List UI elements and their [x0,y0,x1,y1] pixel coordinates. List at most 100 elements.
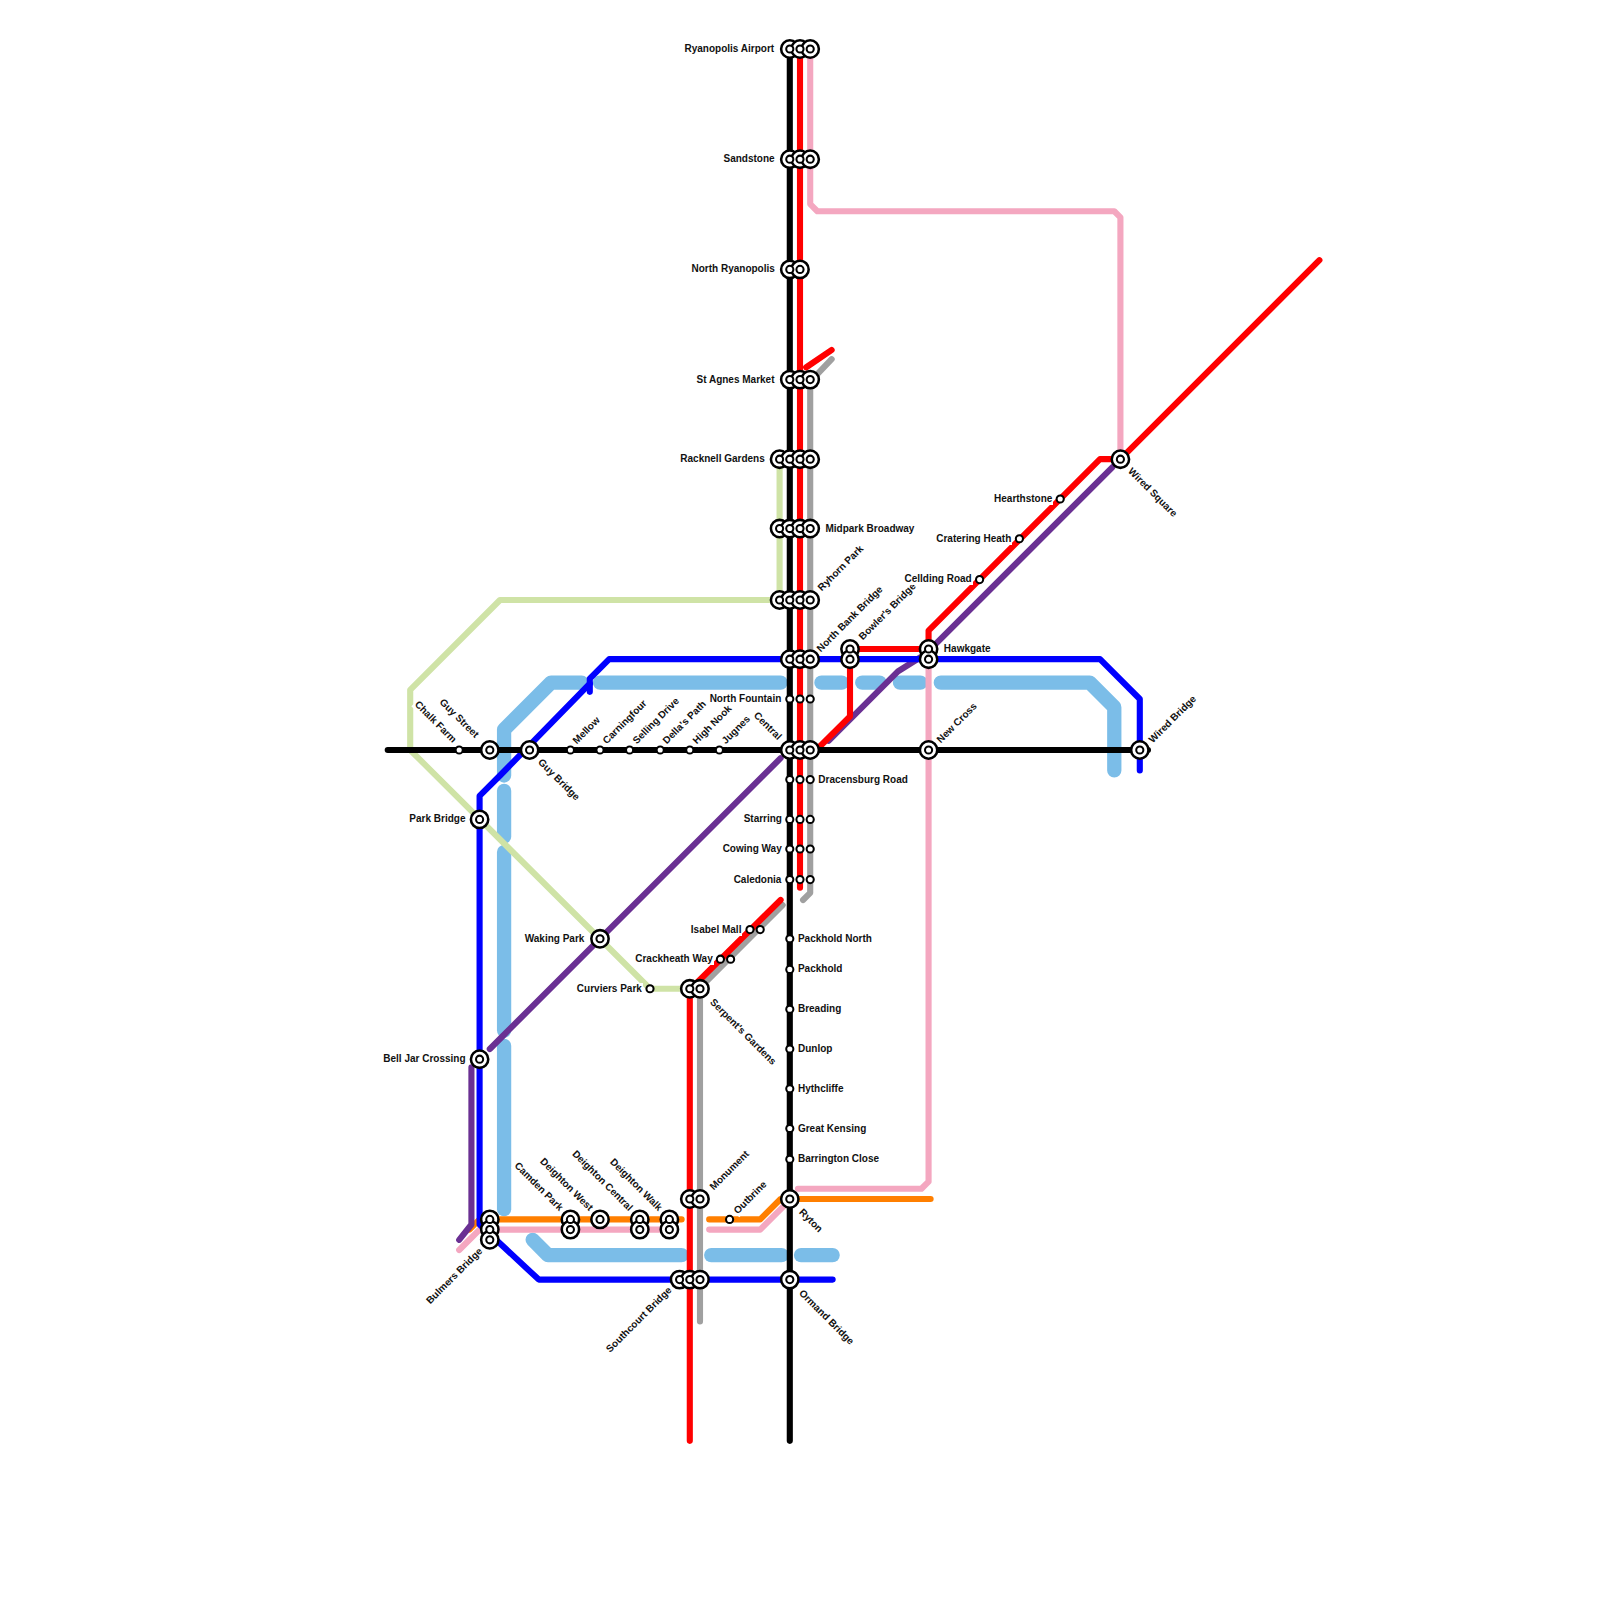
station-name: Great Kensing [797,1123,867,1135]
interchange-ring [920,741,937,758]
interchange-core [676,1276,683,1283]
interchange-ring [521,741,538,758]
interchange-core [776,525,783,532]
station-dot [786,1085,793,1092]
route-line [798,663,929,1189]
interchange-core [925,645,932,652]
route-line [690,900,781,1441]
station-name: Ryanopolis Airport [684,43,776,55]
station-dot [1016,535,1023,542]
interchange-core [486,1236,493,1243]
interchange-core [666,1216,673,1223]
station-name: Isabel Mall [690,924,743,936]
route-line [590,659,1140,770]
interchange-core [696,985,703,992]
station-name: Dunlop [797,1043,833,1055]
interchange-ring [781,1190,798,1207]
station-dot [796,776,803,783]
interchange-core [786,525,793,532]
interchange-core [807,45,814,52]
station-dot [786,966,793,973]
station-name: Cowing Way [722,843,783,855]
station-name: Cratering Heath [935,533,1012,545]
interchange-core [666,1226,673,1233]
station-dot [567,746,574,753]
station-name: North Fountain [709,693,783,705]
interchange-ring [781,1271,798,1288]
interchange-core [846,645,853,652]
route-line [497,852,511,1031]
station-dot [807,845,814,852]
interchange-core [807,525,814,532]
interchange-core [526,746,533,753]
interchange-core [846,656,853,663]
station-dot [717,956,724,963]
interchange-core [796,266,803,273]
interchange-core [786,456,793,463]
station-dot [456,746,463,753]
interchange-core [786,156,793,163]
interchange-core [786,1195,793,1202]
route-line [497,791,511,837]
station-name: Wired Bridge [1146,692,1200,746]
interchange-core [786,656,793,663]
station-name: Packhold North [797,933,873,945]
station-name: Outbrine [730,1178,769,1217]
station-markers [456,495,1064,1223]
interchange-core [486,746,493,753]
interchange-core [786,266,793,273]
interchange-core [686,1276,693,1283]
interchange-ring [471,811,488,828]
route-line [821,676,841,690]
interchange-core [796,45,803,52]
interchange-markers [471,40,1149,1288]
station-name: Ryton [796,1206,826,1236]
route-line [900,676,920,690]
station-name: Sandstone [723,153,776,165]
station-dot [796,695,803,702]
station-name: Caledonia [733,874,783,886]
station-name: Guy Bridge [535,756,583,804]
station-name: Waking Park [524,933,586,945]
route-line [490,758,781,1049]
station-dot [976,576,983,583]
station-name: Dracensburg Road [817,774,908,786]
route-line [803,359,832,900]
interchange-core [786,596,793,603]
interchange-core [776,596,783,603]
interchange-ring [591,1211,608,1228]
route-line [816,260,1319,750]
route-line [862,676,879,690]
interchange-core [796,746,803,753]
station-dot [786,776,793,783]
route-line [806,350,832,367]
interchange-core [925,746,932,753]
station-dot [646,985,653,992]
interchange-core [786,376,793,383]
route-line [410,459,779,989]
interchange-core [807,156,814,163]
station-dot [626,746,633,753]
interchange-core [796,456,803,463]
interchange-core [796,525,803,532]
station-dot [657,746,664,753]
interchange-core [807,456,814,463]
station-dot [807,876,814,883]
route-line [459,1067,471,1239]
station-name: Mellow [570,714,603,747]
interchange-core [696,1276,703,1283]
station-dot [796,816,803,823]
interchange-core [486,1216,493,1223]
station-dot [716,746,723,753]
route-line [810,49,1120,454]
interchange-core [686,1195,693,1202]
route-line [497,1046,511,1209]
station-dot [596,746,603,753]
interchange-core [686,985,693,992]
station-name: Southcourt Bridge [603,1284,675,1356]
interchange-ring [471,1051,488,1068]
station-name: Barrington Close [797,1153,880,1165]
station-dot [807,816,814,823]
